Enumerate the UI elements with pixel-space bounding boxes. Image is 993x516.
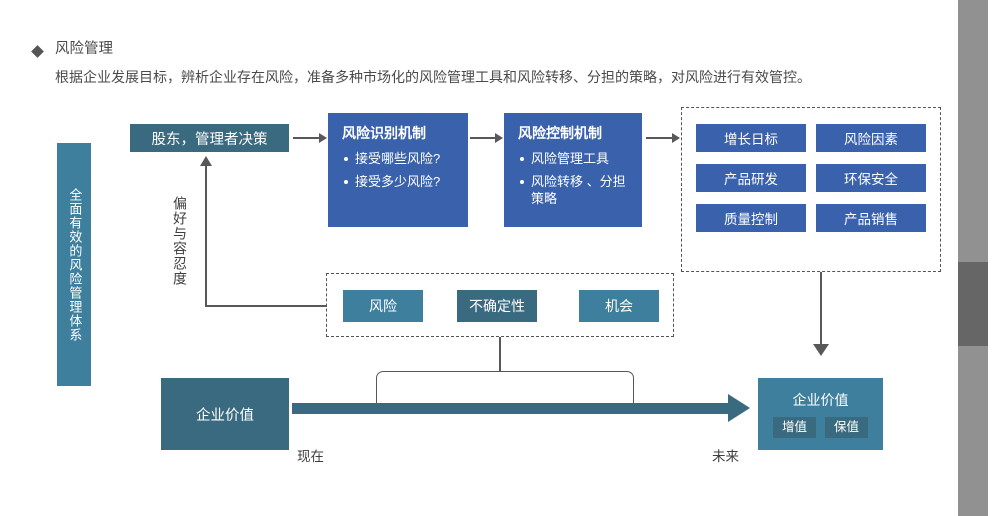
timeline-future-label: 未来	[712, 449, 739, 464]
arrow-right-icon	[319, 133, 327, 143]
category-group: 风险 不确定性 机会	[326, 273, 674, 337]
future-value-tag[interactable]: 增值	[772, 416, 816, 439]
objective-cell[interactable]: 质量控制	[696, 204, 806, 232]
page-header: 风险管理 根据企业发展目标，辨析企业存在风险，准备多种市场化的风险管理工具和风险…	[31, 41, 933, 85]
risk-identification-title: 风险识别机制	[342, 125, 426, 141]
connector-objectives-to-future-value	[820, 272, 822, 346]
category-box[interactable]: 风险	[343, 290, 423, 322]
list-item: 接受多少风险?	[344, 173, 456, 191]
list-item: 风险转移 、分担策略	[520, 173, 630, 208]
future-value-title: 企业价值	[792, 391, 849, 408]
arrow-up-icon	[200, 156, 212, 166]
page-title: 风险管理	[55, 41, 113, 57]
connector-decision-to-identification	[293, 137, 320, 139]
risk-identification-list: 接受哪些风险? 接受多少风险?	[340, 150, 456, 190]
objective-cell[interactable]: 产品研发	[696, 164, 806, 192]
future-value-tags: 增值 保值	[772, 416, 869, 439]
feedback-vertical-line	[205, 166, 207, 306]
bracket-stem	[499, 337, 501, 372]
vertical-scrollbar-thumb[interactable]	[958, 262, 988, 346]
future-value-tag[interactable]: 保值	[825, 416, 869, 439]
category-box[interactable]: 不确定性	[457, 290, 537, 322]
objective-cell[interactable]: 增长日标	[696, 124, 806, 152]
category-box[interactable]: 机会	[579, 290, 659, 322]
objective-cell[interactable]: 环保安全	[816, 164, 926, 192]
decision-box[interactable]: 股东，管理者决策	[130, 124, 289, 152]
side-banner: 全面有效的风险管理体系	[57, 143, 91, 386]
vertical-scrollbar-track[interactable]	[958, 0, 988, 516]
risk-control-title: 风险控制机制	[518, 125, 602, 141]
list-item: 风险管理工具	[520, 150, 630, 168]
timeline-arrow-head-icon	[728, 394, 750, 422]
page-subtitle: 根据企业发展目标，辨析企业存在风险，准备多种市场化的风险管理工具和风险转移、分担…	[55, 69, 811, 85]
objectives-group: 增长日标 风险因素 产品研发 环保安全 质量控制 产品销售	[681, 107, 941, 272]
objective-cell[interactable]: 产品销售	[816, 204, 926, 232]
risk-identification-box[interactable]: 风险识别机制 接受哪些风险? 接受多少风险?	[328, 113, 468, 227]
risk-control-box[interactable]: 风险控制机制 风险管理工具 风险转移 、分担策略	[504, 113, 642, 227]
timeline-now-label: 现在	[297, 449, 324, 464]
risk-control-list: 风险管理工具 风险转移 、分担策略	[516, 150, 630, 208]
arrow-down-icon	[813, 344, 829, 356]
present-value-box[interactable]: 企业价值	[161, 378, 289, 450]
bracket-shape	[376, 371, 634, 406]
diamond-bullet-icon	[31, 45, 44, 58]
objective-cell[interactable]: 风险因素	[816, 124, 926, 152]
feedback-label: 偏好与容忍度	[172, 196, 188, 286]
arrow-right-icon	[495, 133, 503, 143]
list-item: 接受哪些风险?	[344, 150, 456, 168]
timeline-arrow-bar	[292, 403, 730, 414]
feedback-horizontal-line	[205, 305, 327, 307]
connector-identification-to-control	[470, 137, 496, 139]
arrow-right-icon	[672, 133, 680, 143]
connector-control-to-objectives	[646, 137, 673, 139]
future-value-box[interactable]: 企业价值 增值 保值	[758, 378, 883, 450]
